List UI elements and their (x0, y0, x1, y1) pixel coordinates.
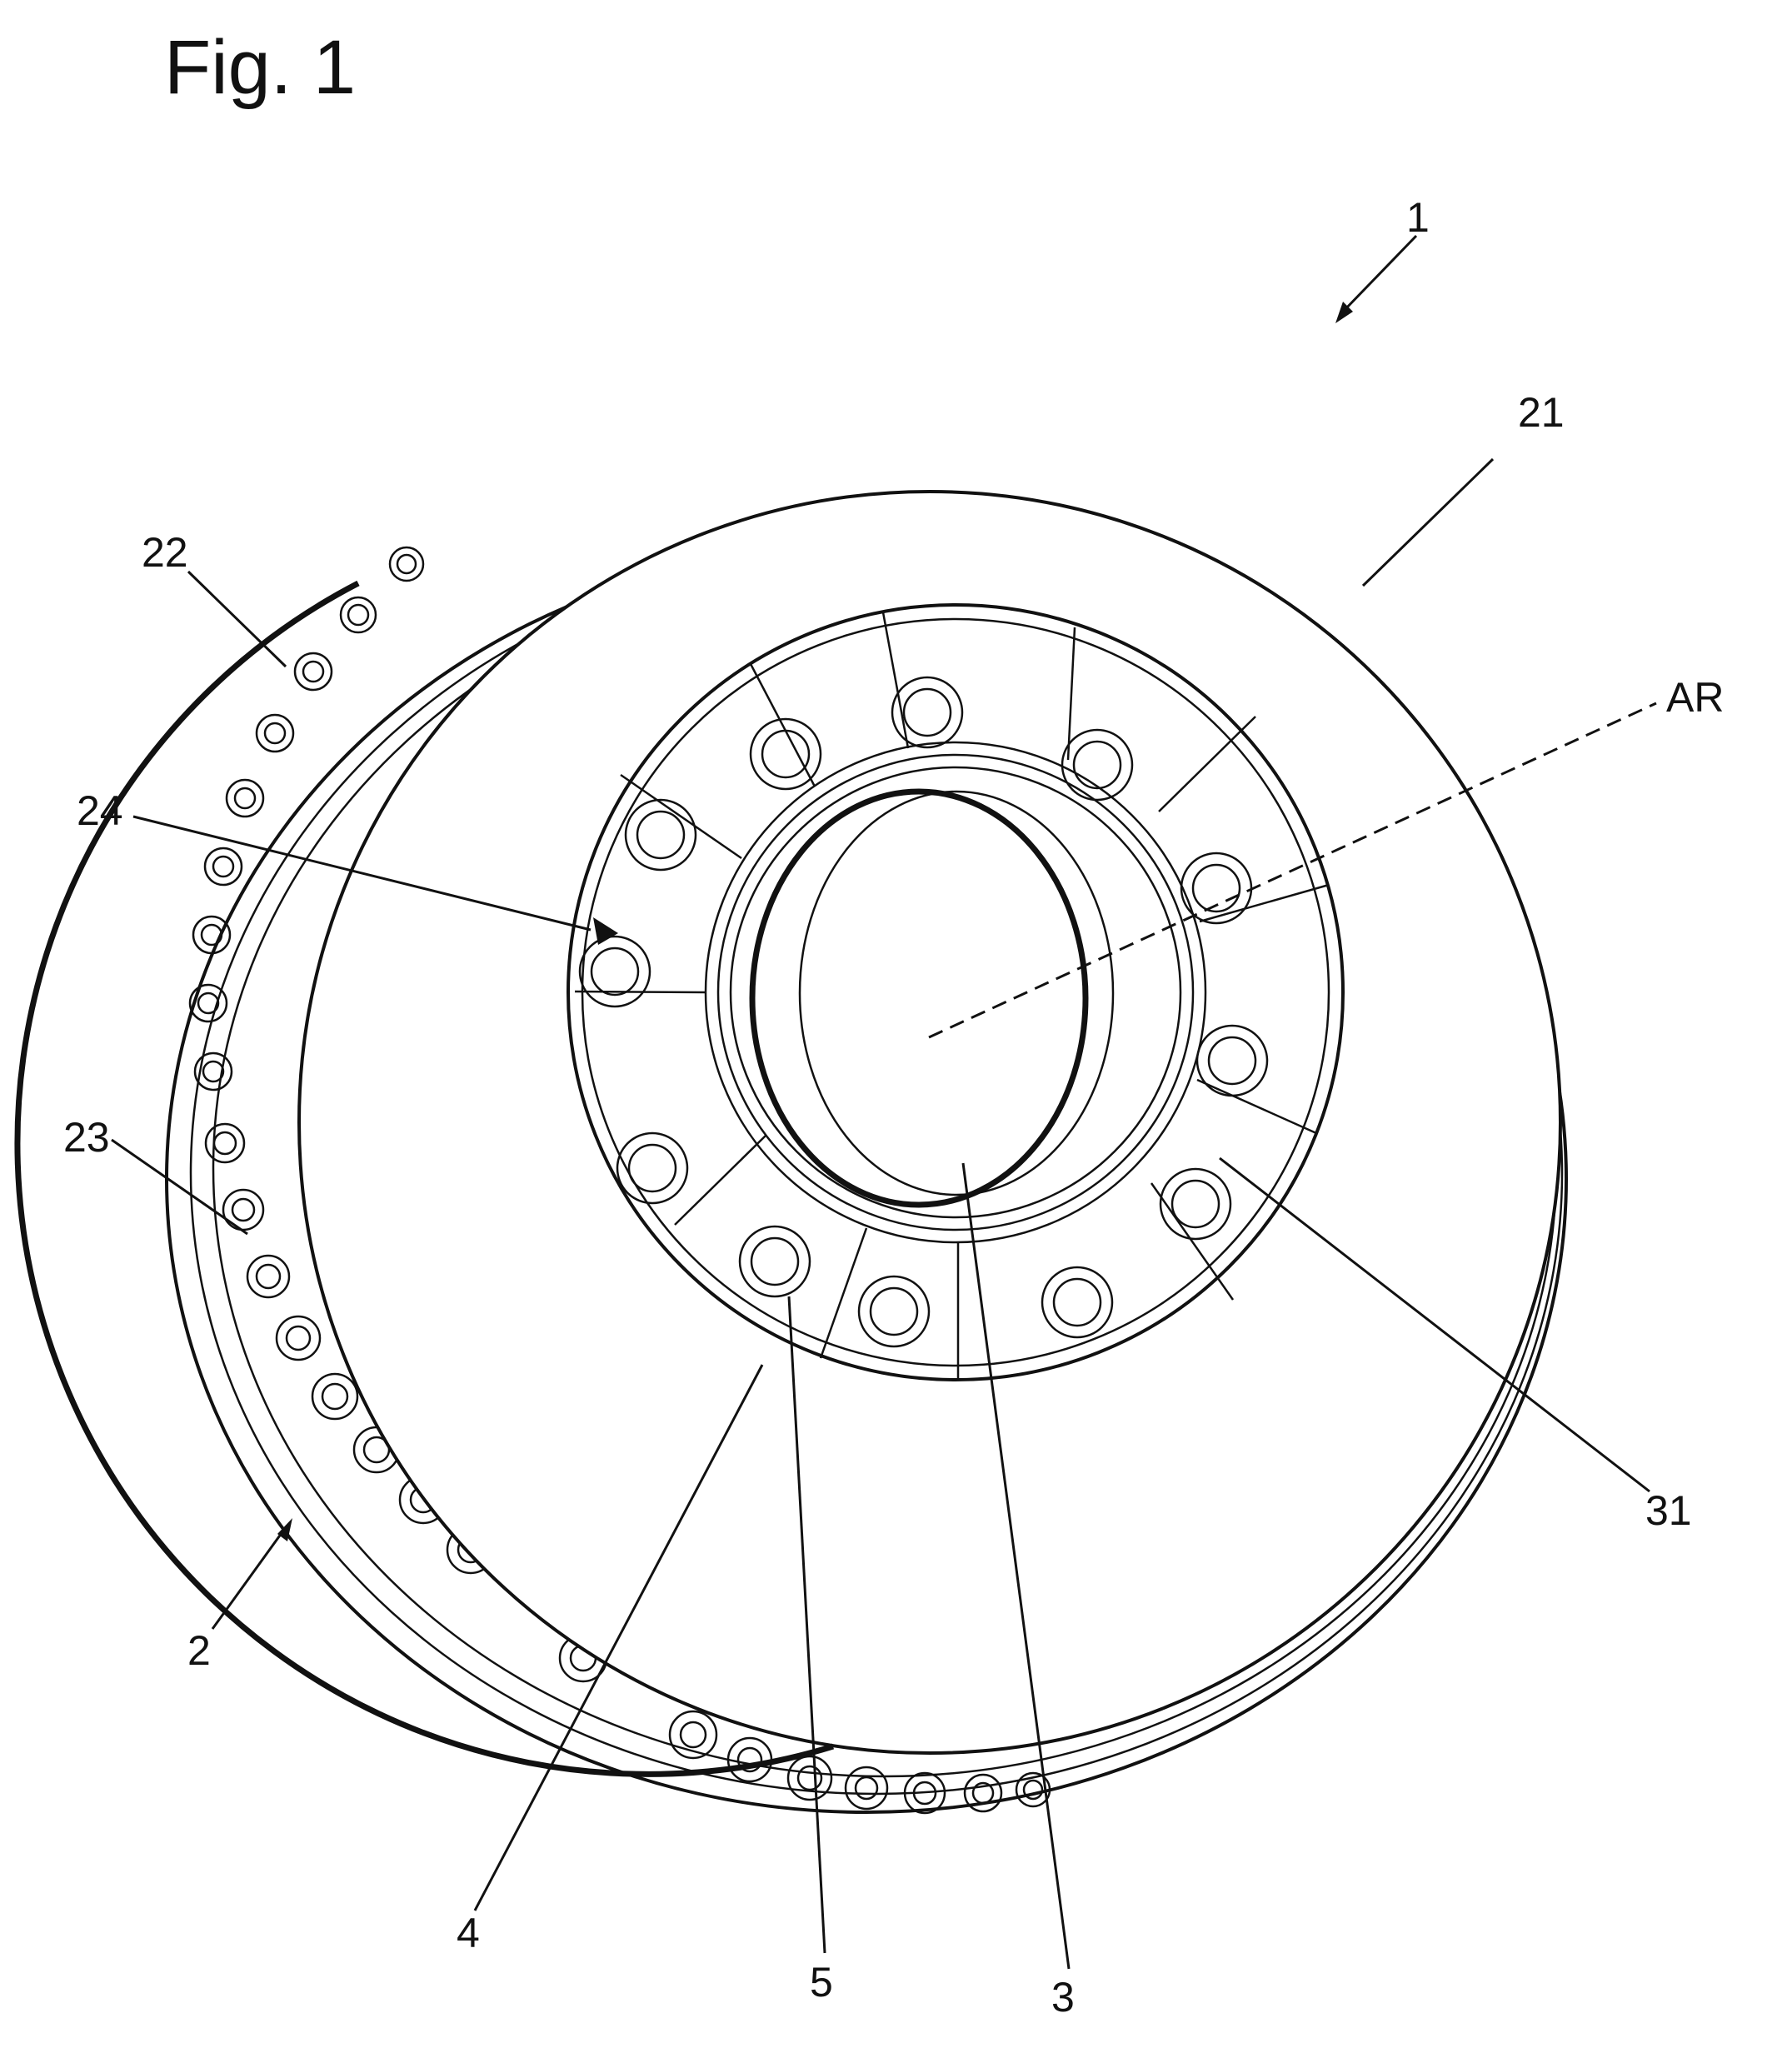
reference-labels: 1 21 22 AR 24 23 31 2 4 5 3 (63, 194, 1724, 2021)
hub-arrow-mark (593, 917, 618, 945)
figure-title: Fig. 1 (164, 25, 356, 110)
label-5: 5 (810, 1959, 833, 2006)
leader-lines (111, 234, 1650, 1970)
rotation-axis (928, 702, 1657, 1039)
label-21: 21 (1518, 389, 1565, 436)
ventilation-openings (188, 546, 1051, 1815)
label-ar: AR (1666, 674, 1724, 721)
label-24: 24 (77, 787, 123, 834)
label-1: 1 (1406, 194, 1430, 241)
front-friction-ring (14, 490, 1562, 1777)
hub (567, 603, 1345, 1381)
label-22: 22 (142, 529, 188, 576)
bolt-holes (578, 676, 1269, 1348)
label-23: 23 (63, 1114, 110, 1161)
label-2: 2 (187, 1627, 211, 1674)
hub-segments (574, 612, 1330, 1380)
center-bore (749, 788, 1115, 1208)
label-4: 4 (457, 1910, 480, 1956)
label-3: 3 (1051, 1974, 1075, 2021)
label-31: 31 (1645, 1487, 1692, 1534)
